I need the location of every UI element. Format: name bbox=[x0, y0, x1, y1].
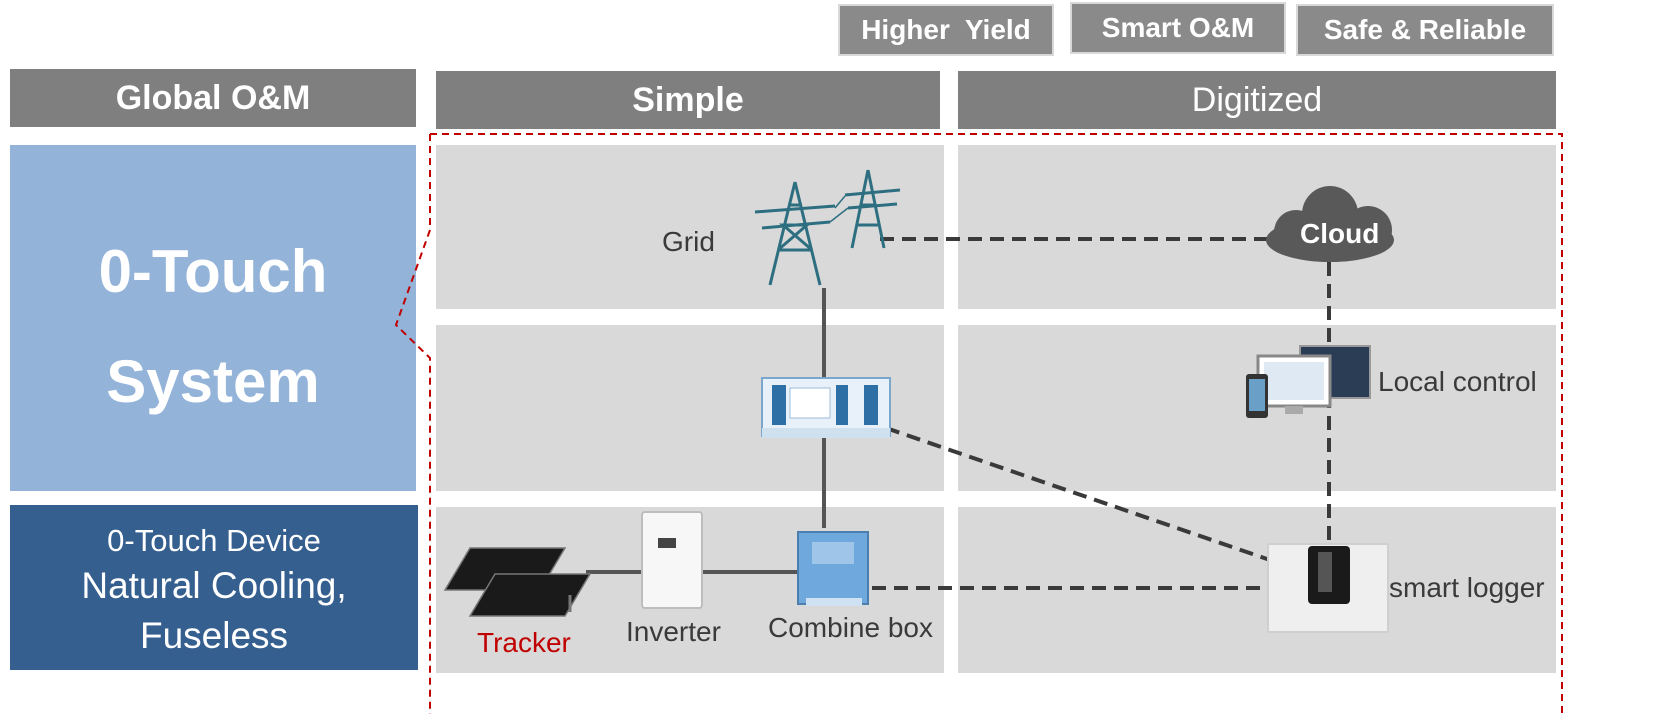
device-line3: Fuseless bbox=[139, 615, 289, 656]
header-digitized-label: Digitized bbox=[1191, 80, 1323, 119]
label-inverter: Inverter bbox=[626, 616, 721, 647]
cell-digitized-row1 bbox=[958, 145, 1556, 309]
local-control-devices-icon bbox=[1246, 345, 1371, 418]
cloud-icon bbox=[1266, 186, 1394, 262]
transformer-station-icon bbox=[761, 377, 891, 438]
transmission-tower-icon bbox=[754, 169, 901, 286]
header-simple-label: Simple bbox=[632, 80, 744, 119]
header-digitized: Digitized bbox=[958, 71, 1556, 129]
boundary-dashed-outline bbox=[394, 133, 1563, 714]
label-combine-box: Combine box bbox=[768, 612, 933, 643]
label-local-control: Local control bbox=[1378, 366, 1537, 397]
combine-box-icon bbox=[797, 531, 869, 606]
zero-touch-title-line2: System bbox=[106, 348, 320, 415]
tag-smart-om: Smart O&M bbox=[1070, 2, 1286, 54]
smart-logger-icon bbox=[1267, 543, 1389, 633]
label-cloud: Cloud bbox=[1300, 218, 1380, 249]
label-tracker: Tracker bbox=[477, 627, 571, 658]
tag-smart-om-label: Smart O&M bbox=[1101, 12, 1255, 43]
header-simple: Simple bbox=[436, 71, 940, 129]
device-line2: Natural Cooling, bbox=[81, 565, 347, 606]
zero-touch-device-panel: 0-Touch Device Natural Cooling, Fuseless bbox=[10, 505, 418, 670]
zero-touch-title-line1: 0-Touch bbox=[98, 238, 328, 305]
label-grid: Grid bbox=[662, 226, 715, 257]
dashed-transformer-logger bbox=[885, 426, 1271, 562]
header-global-om: Global O&M bbox=[10, 69, 416, 127]
tag-safe-reliable-label: Safe & Reliable bbox=[1323, 14, 1527, 45]
inverter-icon bbox=[641, 511, 703, 609]
device-line1: 0-Touch Device bbox=[107, 523, 321, 558]
label-smart-logger: smart logger bbox=[1389, 572, 1545, 603]
cell-simple-row1 bbox=[436, 145, 944, 309]
header-global-om-label: Global O&M bbox=[115, 78, 311, 117]
zero-touch-system-panel: 0-Touch System bbox=[10, 145, 416, 491]
solar-panel-icon bbox=[443, 547, 592, 617]
tag-safe-reliable: Safe & Reliable bbox=[1296, 4, 1554, 56]
tag-higher-yield: Higher Yield bbox=[838, 4, 1054, 56]
tag-higher-yield-label: Higher Yield bbox=[861, 14, 1031, 45]
